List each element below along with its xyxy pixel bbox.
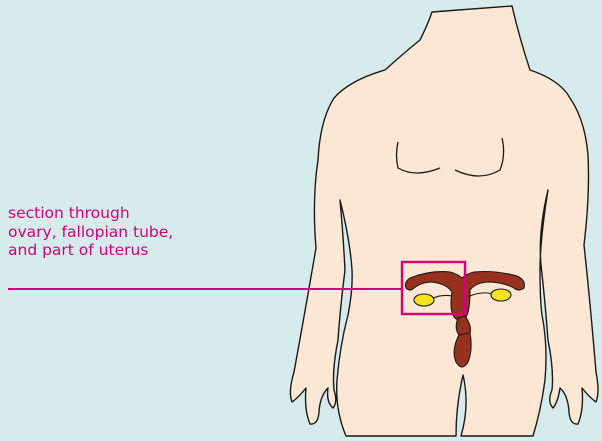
annotation-line-1: section through [8,204,173,223]
annotation-line-3: and part of uterus [8,241,173,260]
right-ovary [491,289,511,301]
female-torso-outline [290,6,598,436]
annotation-line-2: ovary, fallopian tube, [8,223,173,242]
annotation-label: section through ovary, fallopian tube, a… [8,204,173,260]
left-ovary [414,294,434,306]
